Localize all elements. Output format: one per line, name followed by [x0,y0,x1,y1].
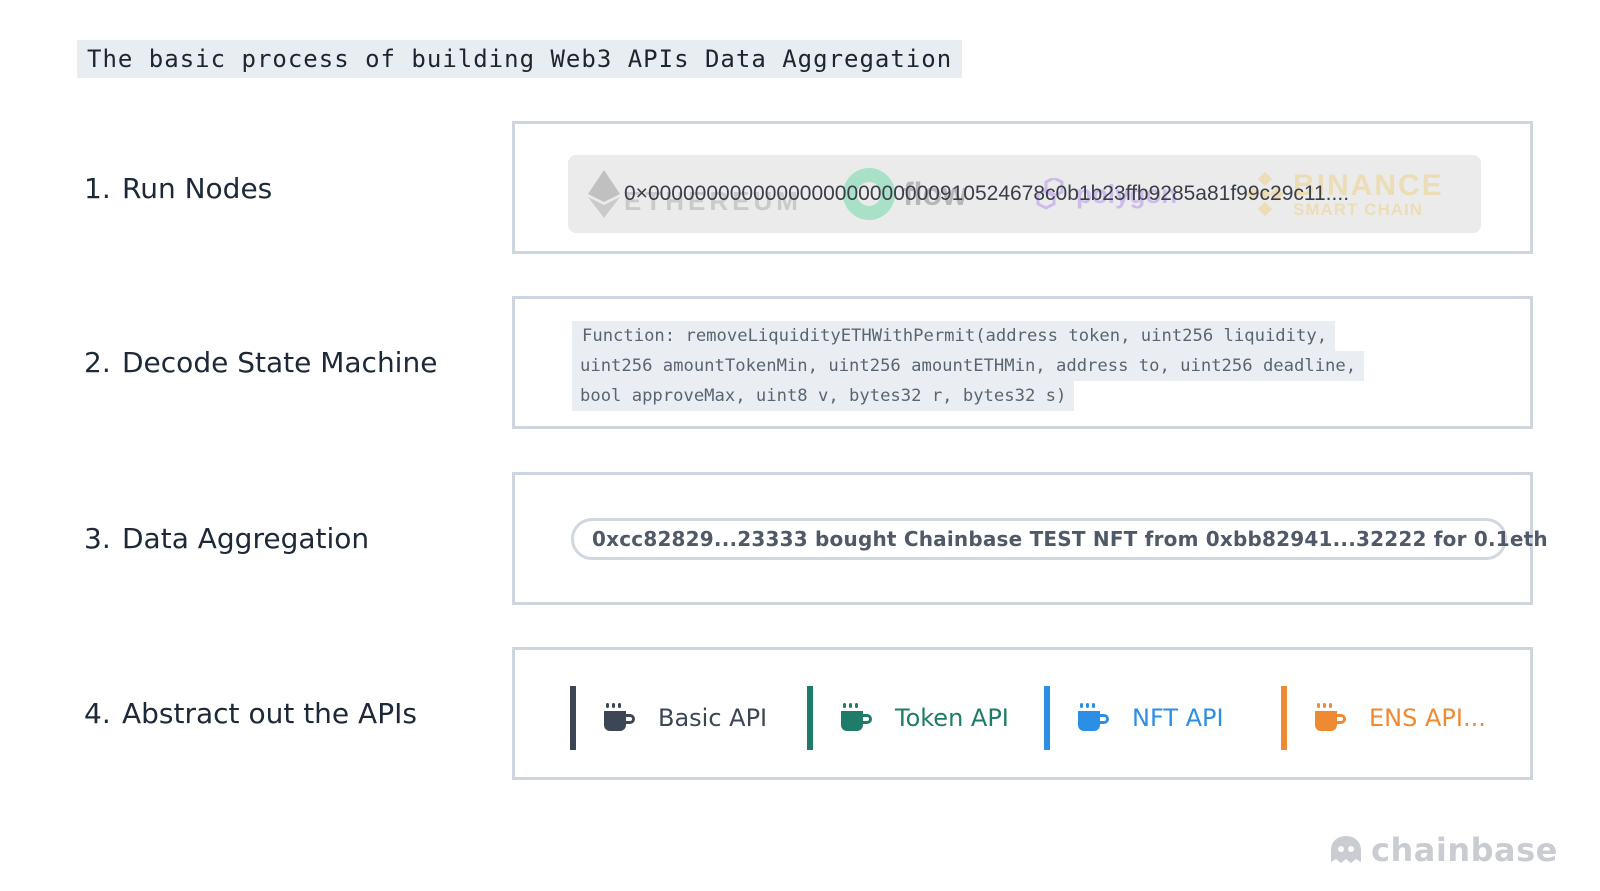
function-line-1: Function: removeLiquidityETHWithPermit(a… [572,321,1336,351]
coffee-mug-icon [604,703,635,731]
polygon-icon [1036,178,1064,210]
coffee-mug-icon [1078,703,1109,731]
ens-api-label: ENS API... [1369,704,1486,732]
basic-api-label: Basic API [658,704,768,732]
function-signature: Function: removeLiquidityETHWithPermit(a… [572,321,1365,411]
run-nodes-box: ETHEREUM flow polygon [512,121,1533,254]
api-abstraction-box: Basic API Token API NFT API ENS API... [512,647,1533,780]
node-hash-text: 0×0000000000000000000000000910524678c0b1… [624,182,1350,205]
data-aggregation-box: 0xcc82829...23333 bought Chainbase TEST … [512,472,1548,605]
step-1-label: 1. Run Nodes [84,172,272,205]
node-hash-bar: ETHEREUM flow polygon [568,155,1481,233]
step-number: 3. [84,522,111,555]
step-number: 2. [84,346,111,379]
step-number: 4. [84,697,111,730]
api-color-bar [1044,686,1050,750]
step-text: Data Aggregation [122,522,370,555]
nft-api-label: NFT API [1132,704,1224,732]
page-title: The basic process of building Web3 APIs … [77,40,963,78]
flow-label: flow [903,175,967,212]
function-line-2: uint256 amountTokenMin, uint256 amountET… [572,351,1365,381]
brand-name: chainbase [1371,831,1558,869]
aggregated-event-pill: 0xcc82829...23333 bought Chainbase TEST … [571,518,1548,560]
function-line-3: bool approveMax, uint8 v, bytes32 r, byt… [572,381,1075,411]
api-color-bar [570,686,576,750]
ethereum-label: ETHEREUM [624,185,802,216]
chainbase-watermark: chainbase [1331,830,1558,870]
flow-icon [843,168,895,220]
binance-sublabel: SMART CHAIN [1293,199,1423,219]
binance-logo: BINANCE SMART CHAIN [1243,155,1444,233]
polygon-label: polygon [1076,178,1178,209]
api-color-bar [1281,686,1287,750]
api-color-bar [807,686,813,750]
flow-logo: flow [843,155,967,233]
ethereum-logo: ETHEREUM [588,155,802,233]
step-number: 1. [84,172,111,205]
coffee-mug-icon [1315,703,1346,731]
ethereum-icon [588,170,620,218]
step-4-label: 4. Abstract out the APIs [84,697,417,730]
step-text: Run Nodes [122,172,273,205]
decode-state-machine-box: Function: removeLiquidityETHWithPermit(a… [512,296,1533,429]
coffee-mug-icon [841,703,872,731]
token-api-label: Token API [895,704,1009,732]
binance-label: BINANCE [1293,168,1444,202]
polygon-logo: polygon [1036,155,1177,233]
step-text: Abstract out the APIs [122,697,417,730]
step-3-label: 3. Data Aggregation [84,522,369,555]
step-2-label: 2. Decode State Machine [84,346,437,379]
step-text: Decode State Machine [122,346,438,379]
binance-icon [1245,172,1285,216]
ghost-logo-icon [1331,836,1361,863]
